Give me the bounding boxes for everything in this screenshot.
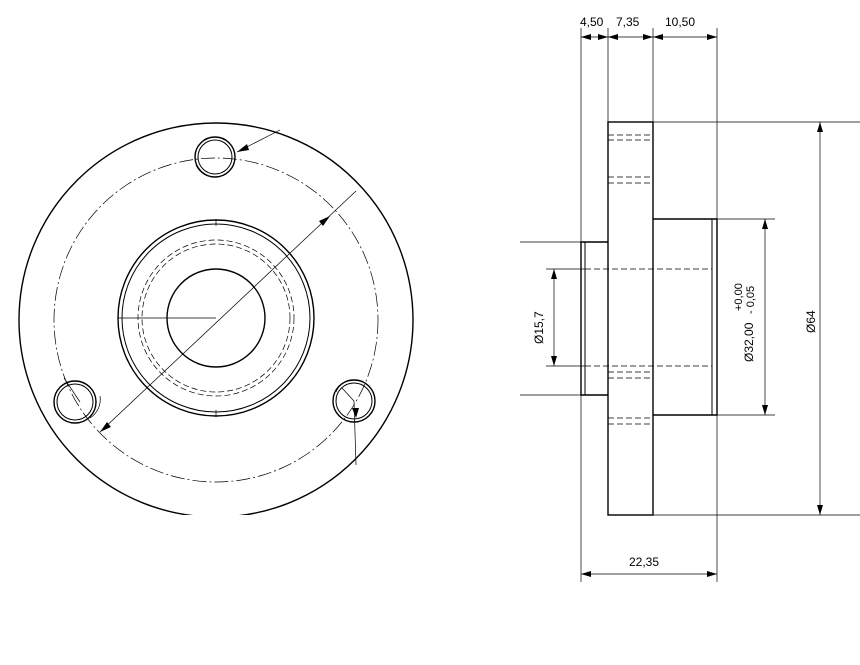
dim-top-3: 10,50 <box>665 15 695 29</box>
dim-bore-diameter: Ø15,7 <box>532 311 546 344</box>
dim-hub-tol-lower: - 0,05 <box>745 286 757 314</box>
spigot-body <box>580 241 608 396</box>
dim-hub-diameter: Ø32,00 <box>742 322 756 362</box>
side-view: 4,50 7,35 10,50 22,35 Ø15,7 Ø32,00 +0,00… <box>520 15 860 582</box>
dim-flange-diameter: Ø64 <box>804 310 818 333</box>
dim-bottom-total: 22,35 <box>629 555 659 569</box>
flange-outline <box>18 122 414 515</box>
hub-circle-dashed-2 <box>141 243 291 393</box>
bolt-circle-dimension-line <box>99 190 357 433</box>
bolt-hole-top <box>194 129 281 178</box>
dim-top-2: 7,35 <box>616 15 640 29</box>
bolt-circle-centerline <box>53 157 379 483</box>
flange-body <box>607 121 654 516</box>
dim-hub-tol-upper: +0,00 <box>733 283 745 311</box>
hub-body <box>653 218 718 416</box>
bolt-hole-left <box>53 377 101 424</box>
dim-top-1: 4,50 <box>580 15 604 29</box>
bolt-hole-right <box>332 379 376 466</box>
front-view <box>18 122 414 515</box>
